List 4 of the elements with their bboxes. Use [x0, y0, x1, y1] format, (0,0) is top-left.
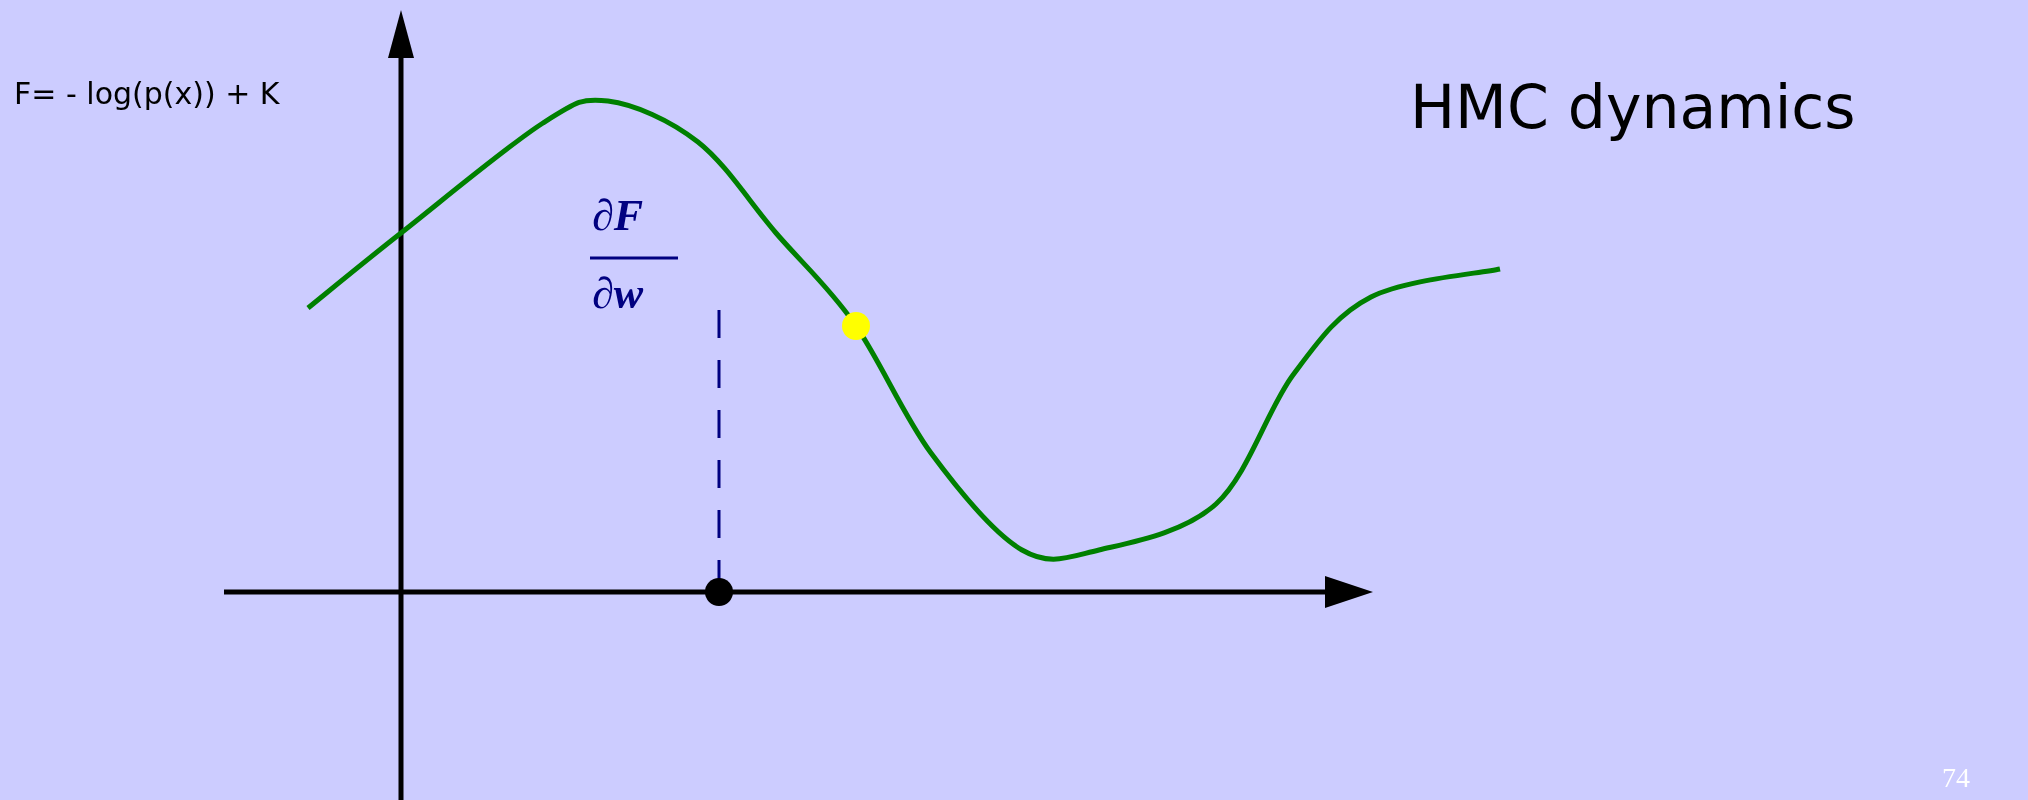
derivative-numerator: ∂F: [592, 190, 644, 241]
title: HMC dynamics: [1410, 72, 1856, 142]
function-label: F= - log(p(x)) + K: [14, 76, 280, 111]
derivative-denominator: ∂w: [592, 268, 644, 319]
